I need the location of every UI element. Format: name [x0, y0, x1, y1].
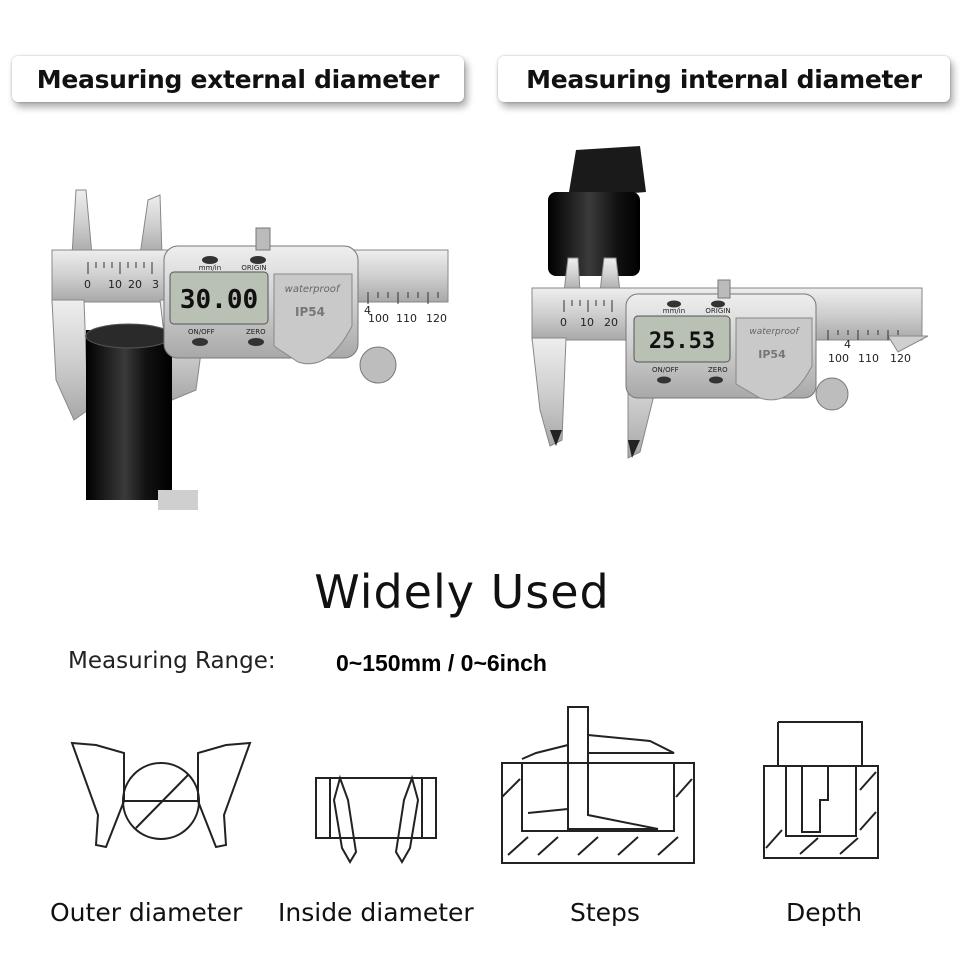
- banner-external-label: Measuring external diameter: [36, 64, 440, 94]
- button-label: ON/OFF: [652, 366, 679, 374]
- outer-diameter-label: Outer diameter: [50, 898, 243, 927]
- scale-tick-label: 100: [828, 352, 849, 365]
- photo-internal-measurement: 0 10 20 4 100 110 120 25.53 mm/in ORIGIN…: [531, 146, 929, 459]
- upper-jaw-fixed: [71, 189, 93, 256]
- pipe-top: [568, 146, 646, 198]
- thumb-screw: [255, 227, 271, 251]
- scale-tick-label: 0: [560, 316, 567, 329]
- rating-text: IP54: [295, 305, 325, 319]
- scale-tick-label: 0: [84, 278, 91, 291]
- scale-tick-label: 4: [364, 304, 371, 317]
- lower-jaw-fixed: [531, 337, 567, 447]
- scale-tick-label: 110: [396, 312, 417, 325]
- lcd-screen: [169, 271, 269, 325]
- brand-text: waterproof: [749, 327, 800, 337]
- lower-jaw-fixed: [51, 299, 89, 421]
- inside-diameter-label: Inside diameter: [278, 898, 474, 927]
- section-heading: Widely Used: [314, 565, 610, 619]
- scale-tick-label: 120: [426, 312, 447, 325]
- scale-tick-label: 120: [890, 352, 911, 365]
- banner-internal-diameter: Measuring internal diameter: [498, 56, 950, 102]
- rating-text: IP54: [758, 348, 786, 361]
- scale-tick-label: 10: [108, 278, 122, 291]
- thumb-wheel: [815, 377, 849, 411]
- lcd-value: 30.00: [180, 285, 258, 315]
- steps-label: Steps: [570, 898, 640, 927]
- steps-diagram: [501, 706, 695, 864]
- measuring-range-label: Measuring Range:: [68, 648, 276, 674]
- thumb-wheel: [359, 346, 397, 384]
- banner-internal-label: Measuring internal diameter: [526, 64, 922, 94]
- depth-diagram: [763, 721, 879, 859]
- depth-label: Depth: [786, 898, 863, 927]
- scale-tick-label: 20: [604, 316, 618, 329]
- brand-plate: [273, 273, 353, 365]
- lcd-value: 25.53: [649, 329, 715, 354]
- brand-text: waterproof: [285, 284, 341, 295]
- upper-jaw-sliding: [139, 194, 163, 256]
- button-label: mm/in: [663, 307, 685, 315]
- scale-tick-label: 4: [844, 338, 851, 351]
- scale-tick-label: 3: [152, 278, 159, 291]
- banner-external-diameter: Measuring external diameter: [12, 56, 464, 102]
- button-label: ORIGIN: [705, 307, 730, 315]
- scale-tick-label: 110: [858, 352, 879, 365]
- lcd-screen: [633, 315, 731, 363]
- button-label: ORIGIN: [241, 264, 266, 272]
- scale-tick-label: 20: [128, 278, 142, 291]
- button-label: ZERO: [708, 366, 728, 374]
- button-label: ZERO: [246, 328, 266, 336]
- outer-diameter-diagram: [70, 741, 252, 849]
- scale-ticks: [87, 262, 439, 304]
- scale-ticks: [563, 300, 899, 340]
- button-label: mm/in: [199, 264, 221, 272]
- measuring-range-value: 0~150mm / 0~6inch: [336, 650, 547, 676]
- thumb-screw: [717, 279, 731, 299]
- photo-external-measurement: 0 10 20 3 4 100 110 120 30.00 mm/in ORIG…: [51, 189, 449, 510]
- measured-pipe: [548, 192, 640, 276]
- measured-pipe: [86, 330, 172, 500]
- button-label: ON/OFF: [188, 328, 215, 336]
- scale-tick-label: 10: [580, 316, 594, 329]
- brand-plate: [735, 317, 813, 401]
- scale-tick-label: 100: [368, 312, 389, 325]
- inside-diameter-diagram: [315, 774, 437, 864]
